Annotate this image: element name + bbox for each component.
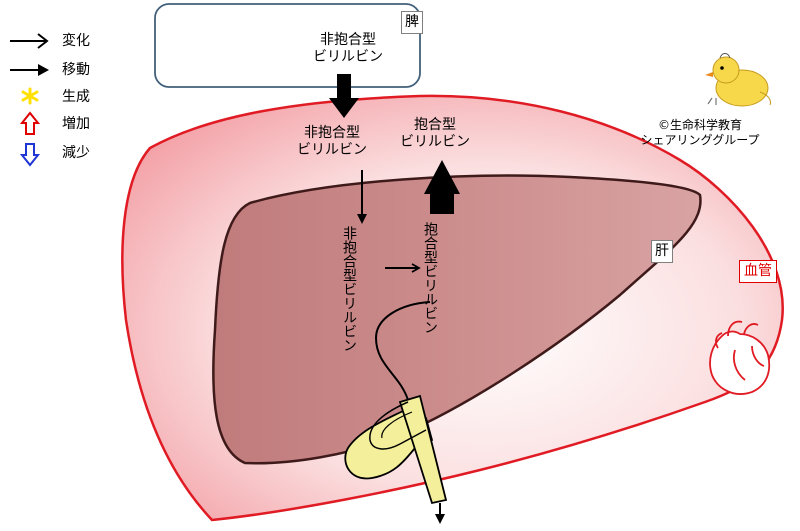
chick-mascot-icon — [705, 53, 771, 107]
spleen-label: 脾 — [401, 11, 423, 34]
legend-move-label: 移動 — [62, 62, 90, 78]
vessel-unconjugated-label: 非抱合型 ビリルビン — [297, 125, 367, 158]
spleen-box — [154, 3, 421, 88]
spleen-to-vessel-arrow — [329, 74, 359, 118]
legend-decrease-label: 減少 — [62, 145, 90, 161]
liver-shape — [212, 174, 702, 465]
copyright-line-1: ©生命科学教育 — [657, 118, 742, 132]
liver-conjugated-block: 抱合型ビリルビン — [422, 222, 462, 334]
bile-duct-shape — [398, 394, 448, 505]
vessel-conjugated-label: 抱合型 ビリルビン — [400, 117, 470, 150]
legend-produce-label: 生成 — [62, 89, 90, 105]
liver-unconjugated-label: 非抱合型ビリルビン — [341, 226, 357, 352]
heart-icon — [709, 320, 771, 395]
blood-vessel-label: 血管 — [739, 260, 777, 283]
liver-conjugated-label: 抱合型ビリルビン — [422, 222, 438, 334]
copyright-line-2: シェアリンググループ — [640, 133, 760, 147]
liver-to-vessel-big-arrow — [424, 160, 460, 214]
copyright-notice: ©生命科学教育 シェアリンググループ — [615, 118, 785, 148]
liver-unconjugated-block: 非抱合型ビリルビン — [341, 226, 381, 352]
spleen-bilirubin-label: 非抱合型 ビリルビン — [313, 32, 383, 65]
legend-symbols — [10, 33, 49, 167]
legend-increase-label: 増加 — [62, 116, 90, 132]
bile-duct-line — [374, 301, 431, 401]
liver-label: 肝 — [651, 240, 673, 263]
legend-change-label: 変化 — [62, 33, 90, 49]
